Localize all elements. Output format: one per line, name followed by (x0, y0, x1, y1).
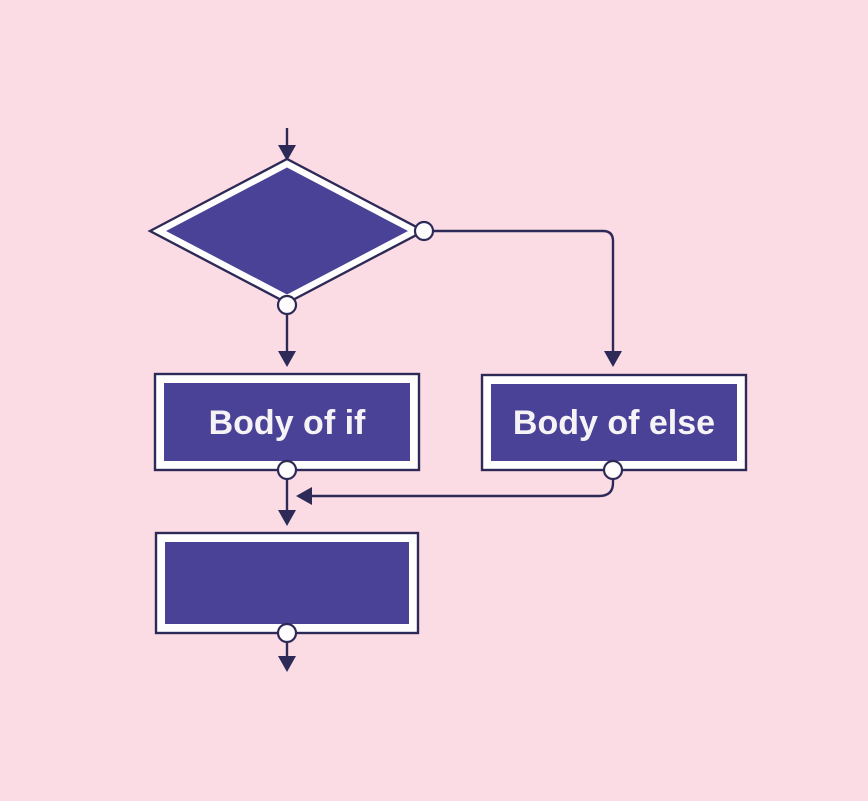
true-branch-arrowhead-icon (278, 351, 296, 367)
body-else-inner (491, 384, 737, 461)
continue-edge (278, 479, 296, 526)
end-block-node (154, 531, 420, 635)
false-branch-arrowhead-icon (604, 351, 622, 367)
exit-edge (278, 642, 296, 672)
true-branch-edge (278, 313, 296, 367)
false-branch-edge (433, 229, 622, 367)
body-if-node: Body of if (153, 372, 421, 472)
decision-node (147, 157, 427, 305)
merge-elbow (312, 479, 615, 498)
entry-edge (278, 128, 296, 161)
end-block-inner (165, 542, 409, 624)
body-if-label: Body of if (209, 404, 366, 442)
connector-dot-decision-bottom (276, 294, 298, 316)
merge-edge (296, 479, 615, 505)
connector-dot-body-else-bottom (602, 459, 624, 481)
false-branch-elbow (433, 229, 615, 351)
connector-dot-body-if-bottom (276, 459, 298, 481)
entry-arrowhead-icon (278, 145, 296, 161)
continue-arrowhead-icon (278, 510, 296, 526)
body-else-label: Body of else (513, 404, 715, 442)
merge-arrowhead-icon (296, 487, 312, 505)
exit-arrowhead-icon (278, 656, 296, 672)
decision-diamond-inner (166, 167, 408, 295)
connector-dot-decision-right (413, 220, 435, 242)
body-else-node: Body of else (480, 373, 748, 472)
body-if-inner (164, 383, 410, 461)
connector-dot-end-block-bottom (276, 622, 298, 644)
